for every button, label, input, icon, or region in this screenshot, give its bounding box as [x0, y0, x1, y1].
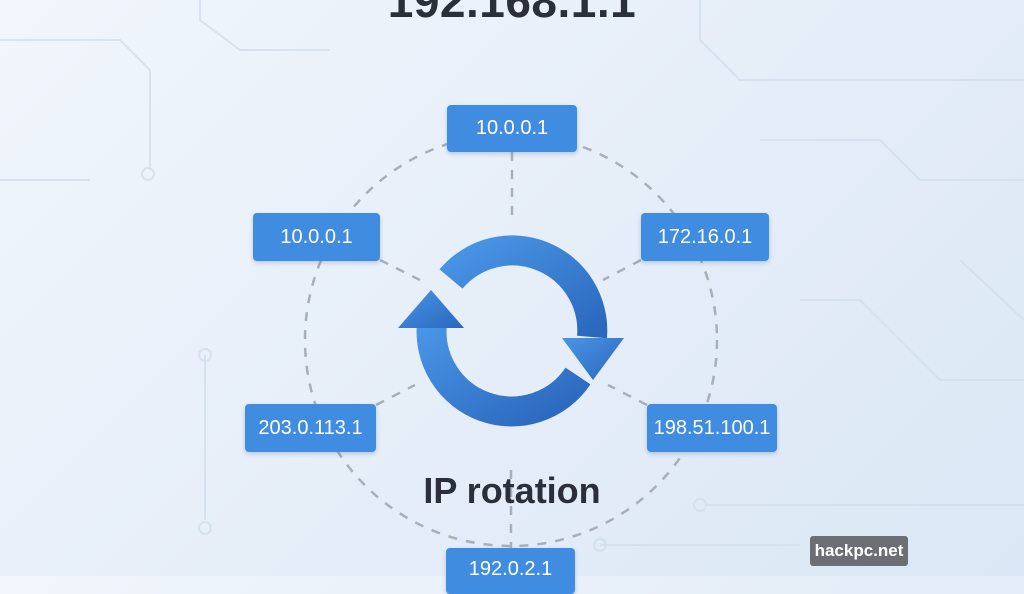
background-circuit-lines [0, 0, 1024, 552]
ip-node-upper-left: 10.0.0.1 [253, 213, 380, 261]
page-title: 192.168.1.1 [387, 0, 637, 27]
diagram-caption: IP rotation [423, 470, 601, 511]
ip-node-top: 10.0.0.1 [447, 105, 577, 152]
rotation-ring [303, 132, 719, 548]
ip-node-upper-right: 172.16.0.1 [641, 213, 769, 261]
ip-node-lower-left: 203.0.113.1 [245, 404, 376, 452]
watermark: hackpc.net [810, 536, 908, 566]
rotation-arrows-icon [398, 235, 624, 427]
ip-node-bottom: 192.0.2.1 [446, 548, 575, 594]
ip-node-lower-right: 198.51.100.1 [647, 404, 777, 452]
